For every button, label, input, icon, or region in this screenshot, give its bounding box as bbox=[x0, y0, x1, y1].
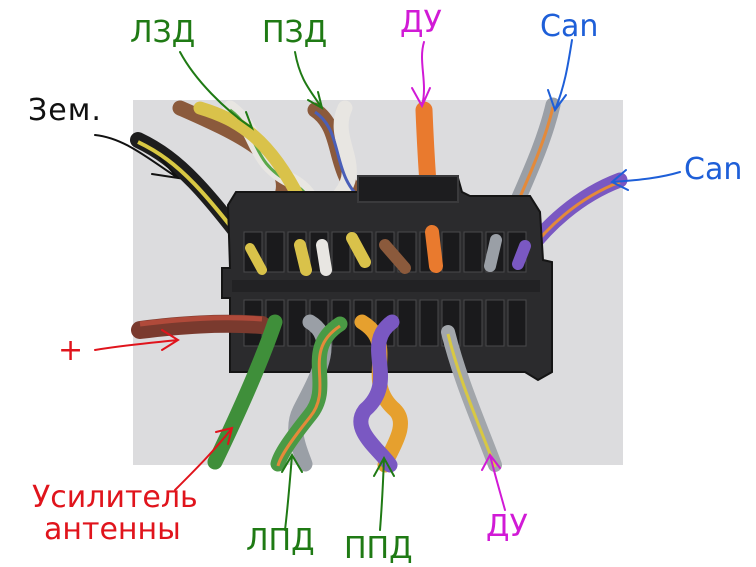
arrow-pzd bbox=[294, 51, 324, 111]
label-pzd: ПЗД bbox=[262, 15, 328, 50]
label-lpd: ЛПД bbox=[246, 523, 315, 558]
pin-row-bottom bbox=[243, 299, 527, 347]
wire-amp-green bbox=[207, 314, 283, 470]
arrow-lpd bbox=[281, 453, 303, 531]
connector-divider bbox=[232, 280, 540, 292]
bottom-wires bbox=[131, 314, 502, 473]
arrow-can-top bbox=[547, 39, 573, 113]
label-can-top: Can bbox=[540, 9, 599, 44]
arrow-du-top bbox=[411, 41, 431, 109]
label-lzd: ЛЗД bbox=[130, 15, 196, 50]
arrow-lzd bbox=[179, 51, 255, 131]
label-ppd: ППД bbox=[344, 531, 413, 566]
arrow-can-right bbox=[610, 169, 681, 191]
arrow-ppd bbox=[373, 455, 395, 531]
arrow-du-bottom bbox=[481, 453, 506, 511]
label-plus: + bbox=[58, 333, 84, 368]
arrow-ground bbox=[94, 134, 181, 180]
arrow-amp bbox=[174, 426, 234, 491]
label-can-right: Can bbox=[684, 152, 743, 187]
annotation-arrows bbox=[94, 39, 681, 531]
wire-ppd-violet bbox=[353, 314, 400, 473]
label-du-top: ДУ bbox=[400, 5, 442, 40]
top-wire-ends bbox=[245, 225, 531, 276]
wire-plus-brown-red bbox=[131, 314, 271, 339]
label-amp-antenna: Усилитель антенны bbox=[32, 482, 198, 545]
label-amp-line2: антенны bbox=[44, 511, 181, 547]
label-du-bottom: ДУ bbox=[486, 509, 528, 544]
label-amp-line1: Усилитель bbox=[32, 480, 198, 515]
label-ground: Зем. bbox=[28, 93, 102, 128]
arrow-plus bbox=[94, 329, 180, 351]
connector-latch bbox=[357, 175, 459, 203]
